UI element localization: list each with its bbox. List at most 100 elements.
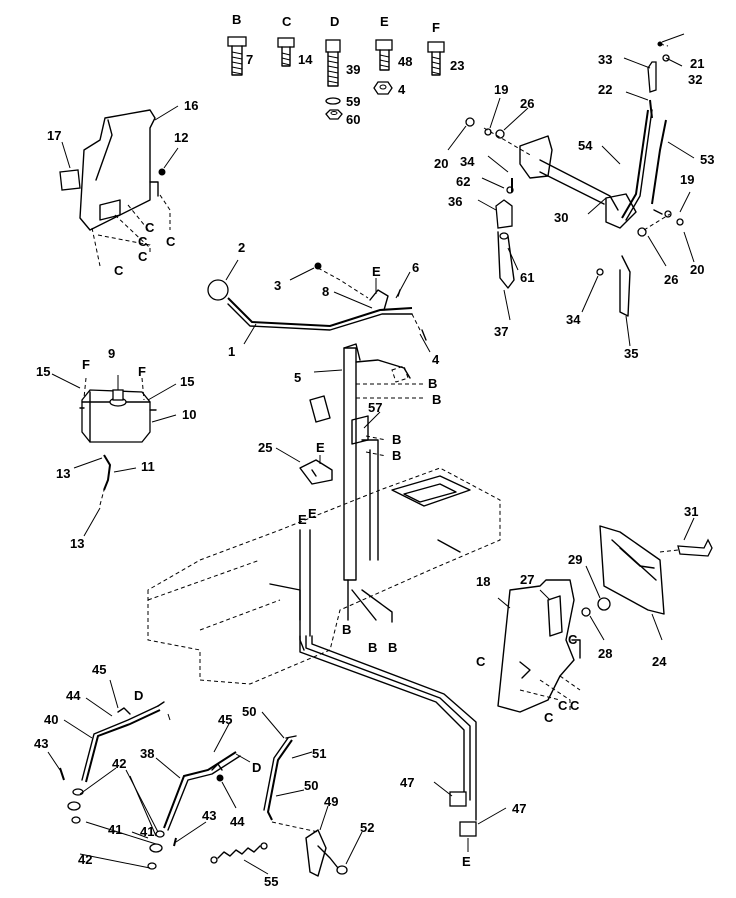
block-27-icon xyxy=(547,595,563,637)
callout-53: 53 xyxy=(700,152,714,167)
callout-34b: 34 xyxy=(566,312,581,327)
callout-45b: 45 xyxy=(218,712,232,727)
side-bracket-assembly xyxy=(497,517,713,713)
bolt-31-icon xyxy=(677,538,713,557)
header-d: D xyxy=(330,14,339,29)
control-lever-assembly xyxy=(207,259,431,353)
bushing-36-icon xyxy=(495,199,513,229)
pad-icon xyxy=(59,169,81,191)
callout-21: 21 xyxy=(690,56,704,71)
callout-49: 49 xyxy=(324,794,338,809)
pin-43a-icon xyxy=(59,767,65,781)
letter-d1: D xyxy=(134,688,143,703)
fastener-legend: B C D E F 7 14 39 59 60 xyxy=(227,12,464,127)
callout-16: 16 xyxy=(184,98,198,113)
letter-b1: B xyxy=(428,376,437,391)
num-7: 7 xyxy=(246,52,253,67)
callout-18: 18 xyxy=(476,574,490,589)
callout-27: 27 xyxy=(520,572,534,587)
callout-26a: 26 xyxy=(520,96,534,111)
callout-15a: 15 xyxy=(36,364,50,379)
letter-c2: C xyxy=(138,234,148,249)
callout-5: 5 xyxy=(294,370,301,385)
frame-panel xyxy=(275,343,424,581)
callout-54: 54 xyxy=(578,138,593,153)
letter-b2: B xyxy=(432,392,441,407)
reservoir-tank xyxy=(51,373,177,537)
letter-c4: C xyxy=(138,249,148,264)
num-39: 39 xyxy=(346,62,360,77)
callout-43b: 43 xyxy=(202,808,216,823)
callout-62: 62 xyxy=(456,174,470,189)
link-49-icon xyxy=(305,829,327,877)
letter-c6: C xyxy=(568,632,578,647)
callout-24: 24 xyxy=(652,654,667,669)
callout-51: 51 xyxy=(312,746,326,761)
callout-32: 32 xyxy=(688,72,702,87)
spring-55-icon xyxy=(217,845,261,859)
letter-c7: C xyxy=(476,654,486,669)
bracket-assembly-16 xyxy=(59,105,179,267)
deck-cutout xyxy=(391,475,471,507)
lower-linkage-assembly xyxy=(47,679,269,875)
header-b: B xyxy=(232,12,241,27)
letter-f1: F xyxy=(82,357,90,372)
washer-52-icon xyxy=(336,865,348,875)
callout-13a: 13 xyxy=(56,466,70,481)
callout-41b: 41 xyxy=(140,824,154,839)
hose-icon xyxy=(103,454,112,491)
letter-e2: E xyxy=(316,440,325,455)
callout-9: 9 xyxy=(108,346,115,361)
callout-4a: 4 xyxy=(432,352,440,367)
bolt-b-icon xyxy=(227,36,247,76)
letter-c5: C xyxy=(114,263,124,278)
letter-c9: C xyxy=(558,698,568,713)
letter-f2: F xyxy=(138,364,146,379)
callout-15b: 15 xyxy=(180,374,194,389)
callout-2: 2 xyxy=(238,240,245,255)
callout-10: 10 xyxy=(182,407,196,422)
letter-c1: C xyxy=(145,220,155,235)
num-59: 59 xyxy=(346,94,360,109)
callout-50a: 50 xyxy=(242,704,256,719)
callout-26b: 26 xyxy=(664,272,678,287)
callout-38: 38 xyxy=(140,746,154,761)
header-f: F xyxy=(432,20,440,35)
callout-20a: 20 xyxy=(434,156,448,171)
letter-b3: B xyxy=(392,432,401,447)
letter-e3: E xyxy=(298,512,307,527)
callout-1: 1 xyxy=(228,344,235,359)
callout-42b: 42 xyxy=(78,852,92,867)
callout-17: 17 xyxy=(47,128,61,143)
callout-52: 52 xyxy=(360,820,374,835)
letter-b4: B xyxy=(392,448,401,463)
header-c: C xyxy=(282,14,292,29)
callout-19a: 19 xyxy=(494,82,508,97)
callout-43a: 43 xyxy=(34,736,48,751)
bolt-c-icon xyxy=(277,37,295,67)
callout-57: 57 xyxy=(368,400,382,415)
callout-3: 3 xyxy=(274,278,281,293)
callout-8: 8 xyxy=(322,284,329,299)
bolt-f-icon xyxy=(427,41,445,76)
callout-50b: 50 xyxy=(304,778,318,793)
vertical-rods xyxy=(299,529,507,852)
num-14: 14 xyxy=(298,52,313,67)
pedal-pad-icon xyxy=(647,61,657,93)
callout-12: 12 xyxy=(174,130,188,145)
callout-6: 6 xyxy=(412,260,419,275)
knob-icon xyxy=(207,279,229,301)
callout-44a: 44 xyxy=(66,688,81,703)
num-23: 23 xyxy=(450,58,464,73)
letter-e5: E xyxy=(462,854,471,869)
callout-42a: 42 xyxy=(112,756,126,771)
letter-b5: B xyxy=(342,622,351,637)
letter-d2: D xyxy=(252,760,261,775)
header-e: E xyxy=(380,14,389,29)
deck-plate xyxy=(147,467,501,685)
callout-36: 36 xyxy=(448,194,462,209)
clip-25-icon xyxy=(299,459,333,485)
letter-b6: B xyxy=(368,640,377,655)
callout-19b: 19 xyxy=(680,172,694,187)
